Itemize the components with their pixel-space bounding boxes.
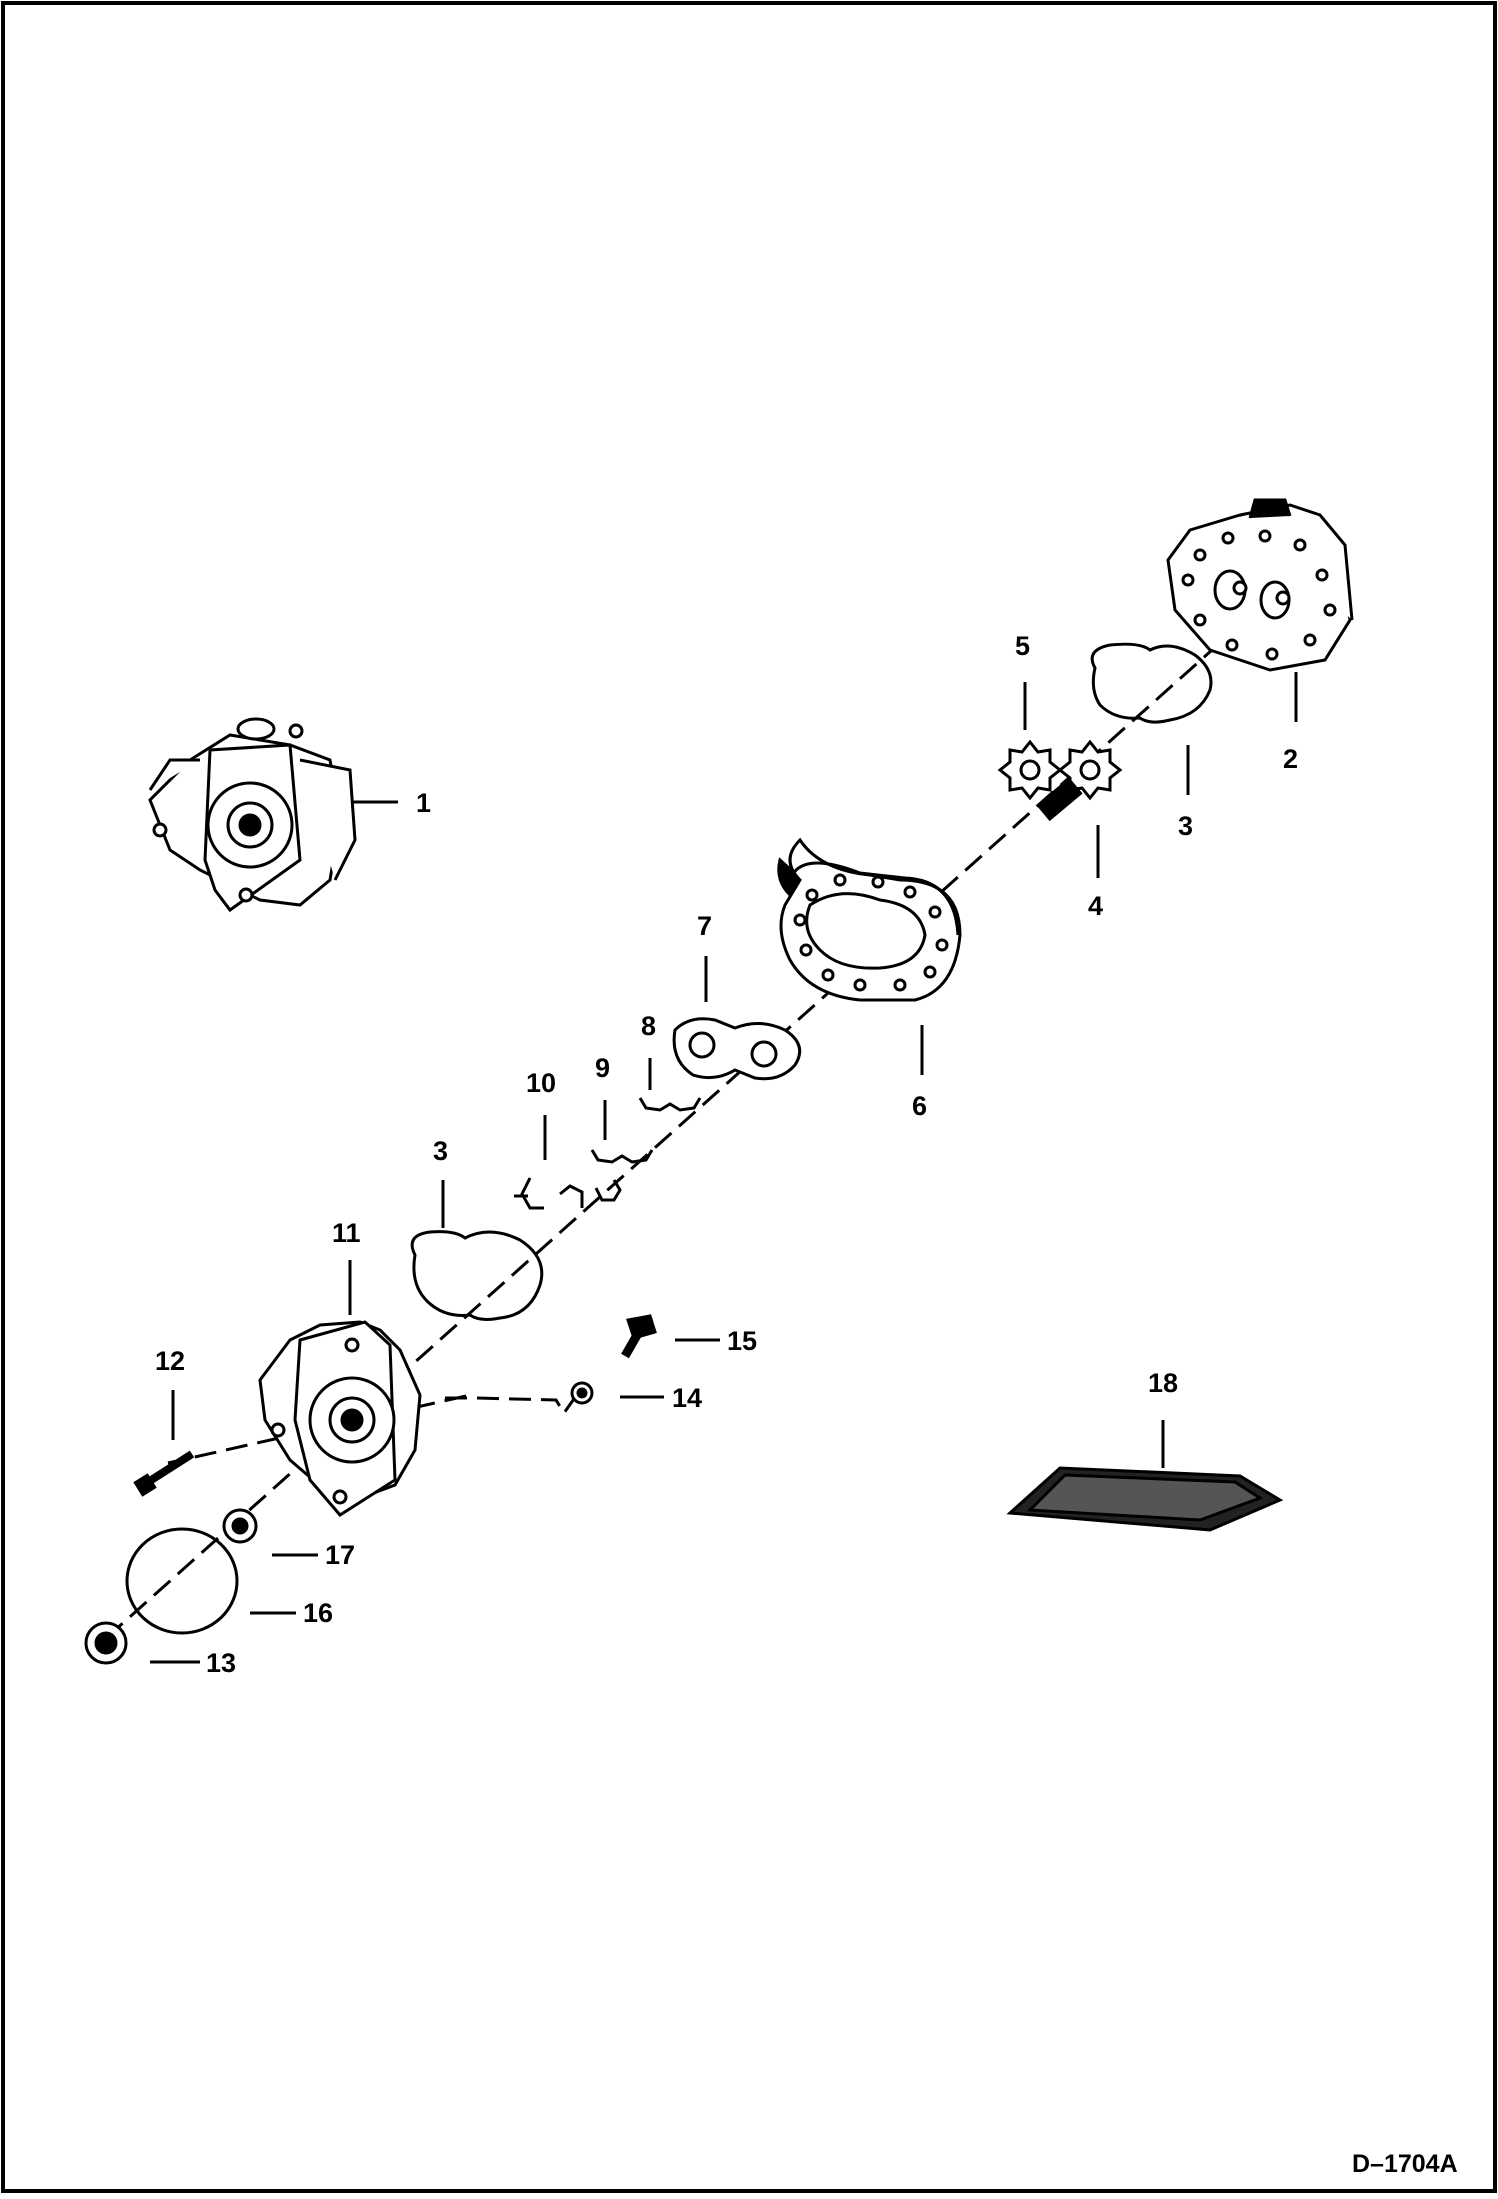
part-12-bolt <box>133 1390 195 1497</box>
callout-18: 18 <box>1148 1368 1178 1398</box>
part-8-backup-ring <box>638 1058 702 1112</box>
part-11-front-housing <box>258 1260 422 1517</box>
part-16-o-ring <box>125 1527 296 1635</box>
callout-5: 5 <box>1015 631 1030 661</box>
part-5-drive-gear <box>997 682 1063 801</box>
part-17-washer <box>222 1508 318 1557</box>
part-4-driven-gear-shaft <box>1036 739 1123 878</box>
callout-3-upper: 3 <box>1178 811 1193 841</box>
callout-2: 2 <box>1283 744 1298 774</box>
part-18-seal-kit <box>1006 1420 1284 1532</box>
callout-17: 17 <box>325 1540 355 1570</box>
part-6-gear-housing <box>777 837 962 1075</box>
part-10-seal <box>514 1115 584 1210</box>
callout-labels: 1 2 3 4 5 6 7 8 9 10 3 11 12 13 14 15 16… <box>155 631 1298 1678</box>
part-13-shaft-seal <box>84 1621 200 1665</box>
callout-12: 12 <box>155 1346 185 1376</box>
callout-4: 4 <box>1088 891 1103 921</box>
document-id: D–1704A <box>1352 2150 1458 2178</box>
callout-13: 13 <box>206 1648 236 1678</box>
part-1-pump-assembly <box>148 717 398 913</box>
callout-1: 1 <box>416 788 431 818</box>
part-3-gasket-lower <box>410 1180 544 1321</box>
callout-7: 7 <box>697 911 712 941</box>
callout-15: 15 <box>727 1326 757 1356</box>
callout-9: 9 <box>595 1053 610 1083</box>
part-2-rear-housing <box>1166 498 1354 722</box>
part-14-washer <box>570 1381 664 1405</box>
callout-16: 16 <box>303 1598 333 1628</box>
callout-10: 10 <box>526 1068 556 1098</box>
part-3-gasket-upper <box>1090 642 1213 795</box>
part-9-seal <box>590 1100 654 1202</box>
part-7-wear-plate <box>672 956 802 1081</box>
callout-11: 11 <box>332 1218 361 1248</box>
callout-14: 14 <box>672 1383 702 1413</box>
callout-3-lower: 3 <box>433 1136 448 1166</box>
callout-8: 8 <box>641 1011 656 1041</box>
part-15-cap-screw <box>621 1314 720 1359</box>
callout-6: 6 <box>912 1091 927 1121</box>
